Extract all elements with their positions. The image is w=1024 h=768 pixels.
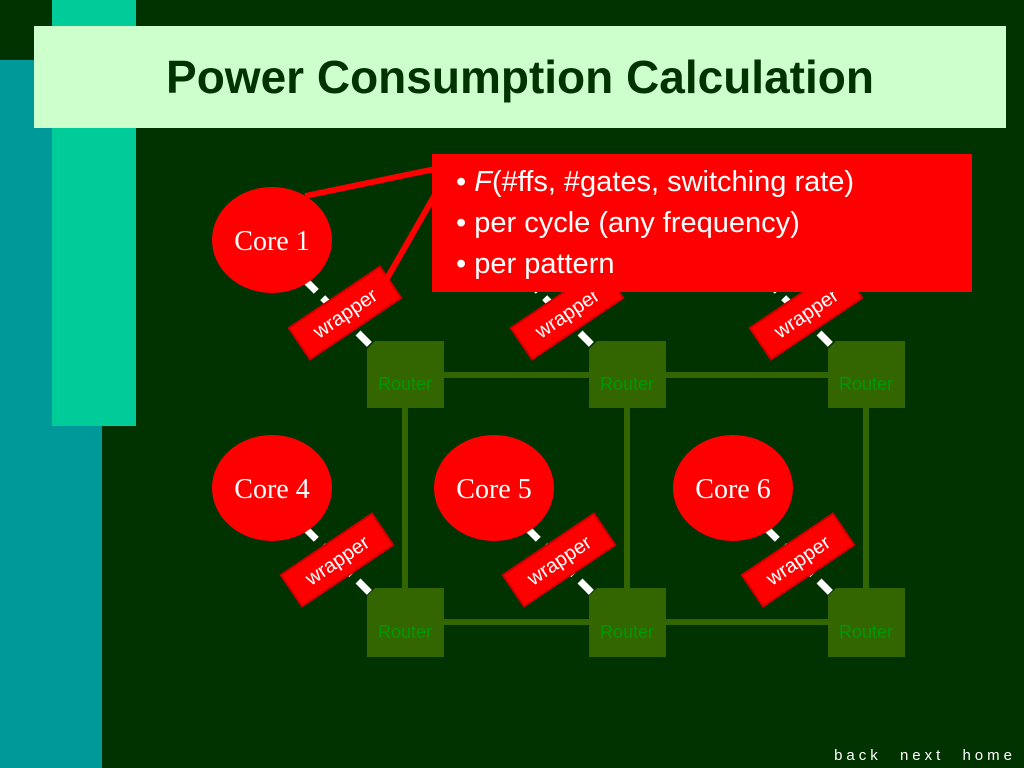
wrapper-1: wrapper — [287, 265, 403, 361]
callout-bullet-3: • per pattern — [456, 244, 960, 285]
callout-bullet-2: • per cycle (any frequency) — [456, 203, 960, 244]
pointer-line-1 — [304, 165, 441, 199]
connector-3 — [763, 277, 839, 353]
core-label: Core 6 — [695, 474, 770, 505]
callout-bullet-1: • F(#ffs, #gates, switching rate) — [456, 162, 960, 203]
connector-1 — [302, 277, 378, 353]
connector-6 — [763, 525, 839, 601]
core-1: Core 1 — [212, 187, 332, 293]
router-label: Router — [378, 374, 432, 394]
bullet-mark: • — [456, 166, 467, 198]
page-title: Power Consumption Calculation — [166, 51, 874, 103]
connector-4 — [302, 525, 378, 601]
bullet-mark: • — [456, 248, 467, 280]
router-3: Router — [828, 341, 905, 408]
router-label: Router — [600, 622, 654, 642]
router-2: Router — [589, 341, 666, 408]
bullet-mark: • — [456, 207, 467, 239]
pointer-line-2 — [382, 184, 443, 284]
slide-navigation: back next home — [824, 747, 1016, 764]
core-6: Core 6 — [673, 435, 793, 541]
core-label: Core 5 — [456, 474, 531, 505]
router-4: Router — [367, 588, 444, 657]
router-5: Router — [589, 588, 666, 657]
core-5: Core 5 — [434, 435, 554, 541]
router-label: Router — [839, 374, 893, 394]
core-label: Core 1 — [234, 226, 309, 257]
connector-5 — [524, 525, 600, 601]
home-link[interactable]: home — [962, 747, 1016, 764]
next-link[interactable]: next — [899, 747, 945, 764]
callout-text: per pattern — [474, 248, 615, 280]
connector-2 — [524, 277, 600, 353]
back-link[interactable]: back — [834, 747, 882, 764]
callout-text: (#ffs, #gates, switching rate) — [491, 166, 855, 198]
core-4: Core 4 — [212, 435, 332, 541]
title-bar: Power Consumption Calculation — [34, 26, 1006, 128]
router-label: Router — [378, 622, 432, 642]
callout-box: • F(#ffs, #gates, switching rate) • per … — [444, 154, 972, 292]
router-label: Router — [600, 374, 654, 394]
callout-pointer — [304, 165, 443, 284]
core-connectors — [302, 277, 839, 601]
router-6: Router — [828, 588, 905, 657]
callout-text: per cycle (any frequency) — [474, 207, 800, 239]
router-1: Router — [367, 341, 444, 408]
router-label: Router — [839, 622, 893, 642]
function-symbol: F — [474, 166, 492, 198]
core-label: Core 4 — [234, 474, 309, 505]
callout-edge — [432, 154, 444, 292]
